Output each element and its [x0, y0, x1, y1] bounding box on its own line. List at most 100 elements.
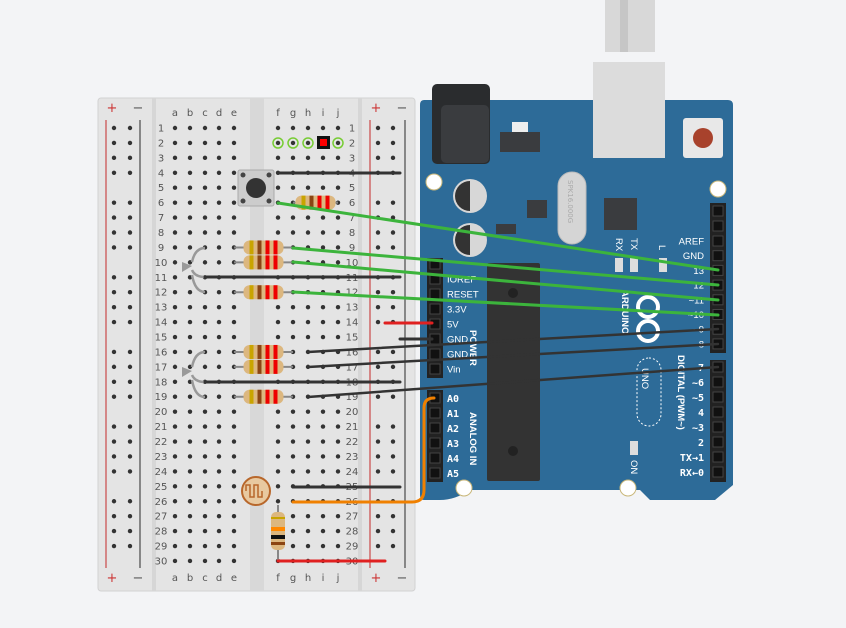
breadboard-hole[interactable]: [335, 260, 341, 265]
breadboard-hole[interactable]: [275, 215, 281, 220]
header-pin[interactable]: [429, 422, 441, 434]
breadboard-hole[interactable]: [231, 200, 237, 205]
rail-hole[interactable]: [390, 290, 396, 295]
breadboard-hole[interactable]: [202, 140, 208, 146]
wire-black-pin8[interactable]: [306, 342, 720, 369]
breadboard-hole[interactable]: [335, 230, 341, 235]
rail-hole[interactable]: [127, 125, 133, 131]
breadboard-hole[interactable]: [290, 424, 296, 429]
breadboard-hole[interactable]: [187, 140, 193, 146]
breadboard-hole[interactable]: [187, 185, 193, 190]
breadboard-hole[interactable]: [335, 543, 341, 549]
breadboard-hole[interactable]: [172, 304, 178, 310]
wire-black-pin9[interactable]: [306, 327, 720, 354]
rail-hole[interactable]: [375, 319, 381, 325]
rail-hole[interactable]: [127, 364, 133, 370]
breadboard-hole[interactable]: [335, 513, 341, 519]
breadboard-hole[interactable]: [216, 260, 222, 265]
breadboard-hole[interactable]: [216, 349, 222, 355]
breadboard-hole[interactable]: [202, 424, 208, 429]
rail-hole[interactable]: [127, 275, 133, 280]
breadboard-hole[interactable]: [335, 125, 341, 131]
breadboard-hole[interactable]: [305, 319, 311, 325]
header-pin[interactable]: [429, 437, 441, 449]
rail-hole[interactable]: [390, 469, 396, 474]
breadboard-hole[interactable]: [202, 200, 208, 205]
breadboard-hole[interactable]: [172, 215, 178, 220]
rail-hole[interactable]: [375, 230, 381, 235]
rail-hole[interactable]: [375, 543, 381, 549]
rail-hole[interactable]: [390, 394, 396, 399]
breadboard-hole[interactable]: [187, 454, 193, 459]
breadboard-hole[interactable]: [305, 125, 311, 131]
rgb-led-2[interactable]: [182, 350, 206, 399]
wire-green-pin13[interactable]: [276, 201, 720, 272]
rail-hole[interactable]: [375, 349, 381, 355]
breadboard-hole[interactable]: [335, 454, 341, 459]
breadboard-hole[interactable]: [187, 200, 193, 205]
breadboard-hole[interactable]: [320, 454, 326, 459]
rail-hole[interactable]: [111, 379, 117, 385]
breadboard-hole[interactable]: [216, 543, 222, 549]
rail-hole[interactable]: [390, 349, 396, 355]
rail-hole[interactable]: [127, 499, 133, 504]
breadboard-hole[interactable]: [231, 558, 237, 564]
breadboard-hole[interactable]: [335, 215, 341, 220]
rail-hole[interactable]: [111, 394, 117, 399]
rail-hole[interactable]: [111, 349, 117, 355]
rail-hole[interactable]: [111, 275, 117, 280]
rail-hole[interactable]: [111, 215, 117, 220]
breadboard-hole[interactable]: [216, 409, 222, 414]
breadboard-hole[interactable]: [216, 170, 222, 175]
breadboard-hole[interactable]: [305, 334, 311, 340]
breadboard-hole[interactable]: [290, 439, 296, 444]
breadboard-hole[interactable]: [187, 245, 193, 250]
header-pin[interactable]: [712, 421, 724, 433]
breadboard-hole[interactable]: [172, 379, 178, 385]
breadboard-hole[interactable]: [172, 469, 178, 474]
breadboard-hole[interactable]: [275, 185, 281, 190]
rail-hole[interactable]: [390, 215, 396, 220]
wire-black-pin7[interactable]: [306, 365, 720, 399]
breadboard-hole[interactable]: [231, 155, 237, 161]
breadboard-hole[interactable]: [216, 230, 222, 235]
breadboard-hole[interactable]: [231, 439, 237, 444]
rail-hole[interactable]: [390, 155, 396, 161]
rail-hole[interactable]: [375, 155, 381, 161]
breadboard-hole[interactable]: [172, 170, 178, 175]
rail-hole[interactable]: [390, 543, 396, 549]
breadboard-hole[interactable]: [216, 334, 222, 340]
breadboard-hole[interactable]: [231, 543, 237, 549]
breadboard-hole[interactable]: [172, 528, 178, 534]
breadboard-hole[interactable]: [216, 125, 222, 131]
breadboard-hole[interactable]: [275, 484, 281, 489]
breadboard-hole[interactable]: [275, 334, 281, 340]
breadboard-hole[interactable]: [216, 185, 222, 190]
breadboard-hole[interactable]: [275, 424, 281, 429]
breadboard-hole[interactable]: [305, 469, 311, 474]
breadboard-hole[interactable]: [202, 155, 208, 161]
breadboard-hole[interactable]: [187, 558, 193, 564]
breadboard-hole[interactable]: [172, 499, 178, 504]
breadboard-hole[interactable]: [290, 215, 296, 220]
breadboard-hole[interactable]: [172, 275, 178, 280]
breadboard-hole[interactable]: [275, 439, 281, 444]
header-pin[interactable]: [712, 466, 724, 478]
rail-hole[interactable]: [111, 290, 117, 295]
rail-hole[interactable]: [111, 364, 117, 370]
rail-hole[interactable]: [127, 155, 133, 161]
rail-hole[interactable]: [390, 140, 396, 146]
breadboard-hole[interactable]: [320, 245, 326, 250]
rail-hole[interactable]: [111, 499, 117, 504]
breadboard-hole[interactable]: [290, 409, 296, 414]
breadboard-hole[interactable]: [172, 260, 178, 265]
rail-hole[interactable]: [111, 513, 117, 519]
breadboard-hole[interactable]: [290, 334, 296, 340]
breadboard-hole[interactable]: [216, 558, 222, 564]
breadboard-hole[interactable]: [202, 260, 208, 265]
breadboard-hole[interactable]: [290, 125, 296, 131]
breadboard-hole[interactable]: [335, 424, 341, 429]
rail-hole[interactable]: [111, 424, 117, 429]
breadboard-hole[interactable]: [216, 155, 222, 161]
rail-hole[interactable]: [390, 364, 396, 370]
